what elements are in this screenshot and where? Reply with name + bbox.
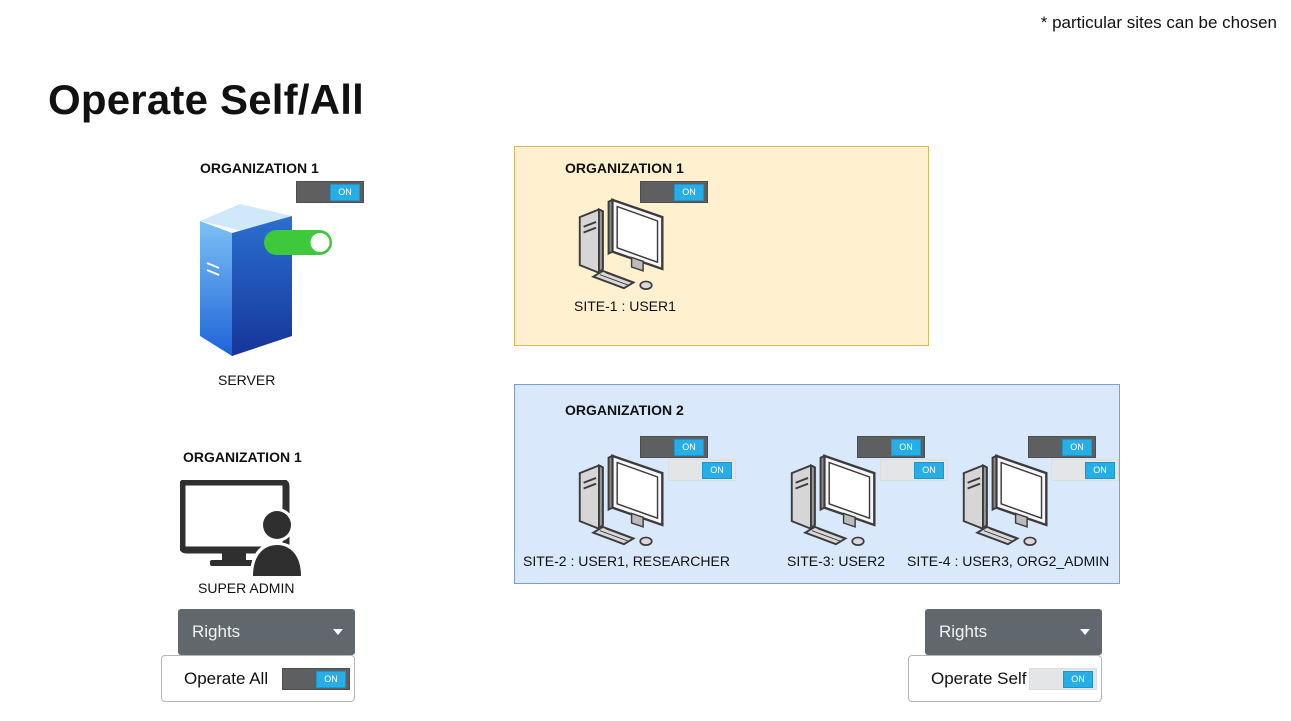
site-2-caption: SITE-2 : USER1, RESEARCHER bbox=[523, 553, 730, 569]
rights-dropdown-label: Rights bbox=[939, 622, 988, 641]
org1-toggle[interactable]: ON bbox=[640, 181, 708, 203]
desktop-computer-icon bbox=[574, 196, 670, 292]
page-title: Operate Self/All bbox=[48, 76, 364, 123]
toggle-on-knob: ON bbox=[674, 183, 704, 201]
site-2-toggle-primary[interactable]: ON bbox=[640, 436, 708, 458]
desktop-computer-icon bbox=[786, 452, 882, 548]
site-4-toggle-primary[interactable]: ON bbox=[1028, 436, 1096, 458]
admin-monitor-user-icon bbox=[180, 480, 304, 576]
chevron-down-icon bbox=[333, 629, 343, 635]
chevron-down-icon bbox=[1080, 629, 1090, 635]
rights-option-operate-all[interactable]: Operate All ON bbox=[161, 655, 355, 702]
server-icon bbox=[200, 204, 332, 356]
rights-option-label: Operate Self bbox=[931, 668, 1027, 688]
rights-dropdown-label: Rights bbox=[192, 622, 241, 641]
note-text: * particular sites can be chosen bbox=[1040, 13, 1277, 32]
toggle-on-knob: ON bbox=[1085, 461, 1115, 479]
site-3-caption: SITE-3: USER2 bbox=[787, 553, 886, 569]
server-caption: SERVER bbox=[218, 372, 276, 388]
toggle-on-knob: ON bbox=[914, 461, 944, 479]
switch-knob bbox=[308, 231, 332, 254]
rights-dropdown-right[interactable]: Rights bbox=[925, 609, 1102, 655]
rights-option-label: Operate All bbox=[184, 668, 269, 688]
site-3-toggle-primary[interactable]: ON bbox=[857, 436, 925, 458]
toggle-on-knob: ON bbox=[891, 438, 921, 456]
desktop-computer-icon bbox=[958, 452, 1054, 548]
toggle-on-knob: ON bbox=[674, 438, 704, 456]
toggle-on-knob: ON bbox=[330, 183, 360, 201]
rights-dropdown-left[interactable]: Rights bbox=[178, 609, 355, 655]
operate-self-toggle[interactable]: ON bbox=[1029, 668, 1097, 690]
site-4-toggle-secondary[interactable]: ON bbox=[1051, 459, 1119, 481]
org1-label: ORGANIZATION 1 bbox=[565, 160, 684, 176]
desktop-computer-icon bbox=[574, 452, 670, 548]
site-2-toggle-secondary[interactable]: ON bbox=[668, 459, 736, 481]
site-4-caption: SITE-4 : USER3, ORG2_ADMIN bbox=[907, 553, 1110, 569]
toggle-on-knob: ON bbox=[316, 670, 346, 688]
org2-label: ORGANIZATION 2 bbox=[565, 402, 684, 418]
rights-option-operate-self[interactable]: Operate Self ON bbox=[908, 655, 1102, 702]
toggle-on-knob: ON bbox=[1063, 670, 1093, 688]
toggle-on-knob: ON bbox=[1062, 438, 1092, 456]
operate-all-toggle[interactable]: ON bbox=[282, 668, 350, 690]
admin-caption: SUPER ADMIN bbox=[198, 580, 295, 596]
admin-org-label: ORGANIZATION 1 bbox=[183, 449, 302, 465]
server-org-label: ORGANIZATION 1 bbox=[200, 160, 319, 176]
site-3-toggle-secondary[interactable]: ON bbox=[880, 459, 948, 481]
site-1-caption: SITE-1 : USER1 bbox=[574, 298, 676, 314]
toggle-on-knob: ON bbox=[702, 461, 732, 479]
server-toggle[interactable]: ON bbox=[296, 181, 364, 203]
